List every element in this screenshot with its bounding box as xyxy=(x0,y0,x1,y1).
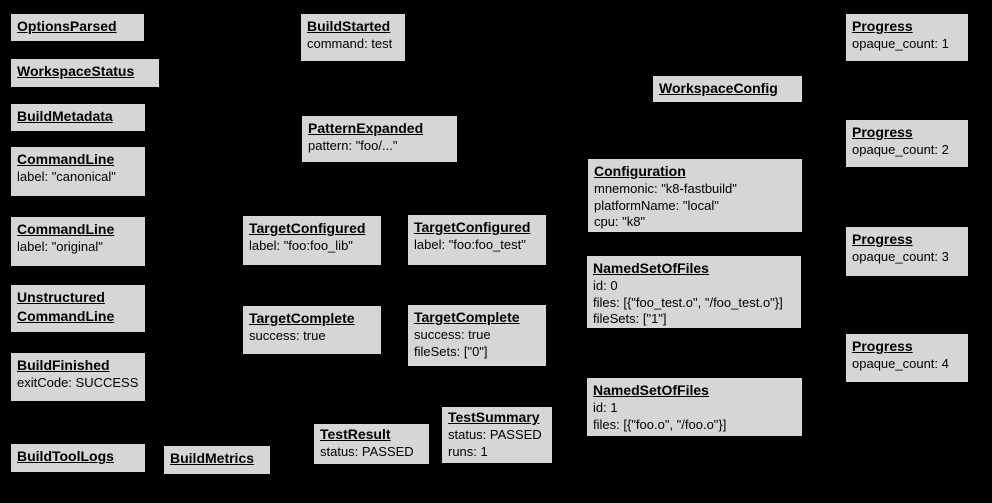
node-target-complete-foo-test: TargetComplete success: true fileSets: [… xyxy=(407,304,547,367)
node-progress-4: Progress opaque_count: 4 xyxy=(845,333,969,383)
node-workspace-status: WorkspaceStatus xyxy=(10,58,160,88)
node-title: TargetConfigured xyxy=(414,219,531,235)
node-detail: id: 1 xyxy=(593,400,618,415)
node-target-complete-foo-lib: TargetComplete success: true xyxy=(242,305,382,355)
node-detail: files: [{"foo.o", "/foo.o"}] xyxy=(593,416,727,432)
node-detail: fileSets: ["0"] xyxy=(414,343,488,359)
node-title: BuildMetadata xyxy=(17,108,113,124)
node-detail: mnemonic: "k8-fastbuild" xyxy=(594,181,737,196)
node-test-summary: TestSummary status: PASSED runs: 1 xyxy=(441,406,553,464)
node-detail: platformName: "local" xyxy=(594,197,719,213)
node-unstructured-command-line: Unstructured CommandLine xyxy=(10,284,146,333)
node-build-metadata: BuildMetadata xyxy=(10,103,146,132)
node-build-tool-logs: BuildToolLogs xyxy=(10,443,146,473)
node-title: NamedSetOfFiles xyxy=(593,382,709,398)
node-title: Progress xyxy=(852,231,913,247)
node-title: BuildFinished xyxy=(17,357,110,373)
node-test-result: TestResult status: PASSED xyxy=(313,423,430,465)
node-detail: success: true xyxy=(249,328,326,343)
node-configuration: Configuration mnemonic: "k8-fastbuild" p… xyxy=(587,158,803,233)
node-title: Progress xyxy=(852,124,913,140)
node-command-line-original: CommandLine label: "original" xyxy=(10,216,146,267)
node-title: CommandLine xyxy=(17,221,115,237)
node-title: PatternExpanded xyxy=(308,120,424,136)
node-detail: id: 0 xyxy=(593,278,618,293)
node-detail: opaque_count: 3 xyxy=(852,249,949,264)
node-detail: cpu: "k8" xyxy=(594,214,646,229)
node-title: BuildMetrics xyxy=(170,450,255,466)
node-title: Unstructured CommandLine xyxy=(17,289,115,324)
node-pattern-expanded: PatternExpanded pattern: "foo/..." xyxy=(301,115,458,163)
node-detail: exitCode: SUCCESS xyxy=(17,375,139,390)
node-progress-1: Progress opaque_count: 1 xyxy=(845,13,969,62)
node-progress-3: Progress opaque_count: 3 xyxy=(845,226,969,277)
node-title: NamedSetOfFiles xyxy=(593,260,709,276)
node-detail: success: true xyxy=(414,327,491,342)
node-title: TestSummary xyxy=(448,409,540,425)
node-title: OptionsParsed xyxy=(17,18,117,34)
node-title: Progress xyxy=(852,338,913,354)
node-build-finished: BuildFinished exitCode: SUCCESS xyxy=(10,352,146,402)
node-title: Configuration xyxy=(594,163,686,179)
node-title: TargetConfigured xyxy=(249,220,366,236)
node-title: TargetComplete xyxy=(249,310,355,326)
node-target-configured-foo-lib: TargetConfigured label: "foo:foo_lib" xyxy=(242,215,382,266)
node-detail: opaque_count: 1 xyxy=(852,36,949,51)
node-workspace-config: WorkspaceConfig xyxy=(652,75,803,103)
node-build-metrics: BuildMetrics xyxy=(163,445,271,475)
node-detail: label: "original" xyxy=(17,239,103,254)
node-title: WorkspaceStatus xyxy=(17,63,135,79)
node-title: TestResult xyxy=(320,426,391,442)
node-title: CommandLine xyxy=(17,151,115,167)
node-target-configured-foo-test: TargetConfigured label: "foo:foo_test" xyxy=(407,214,547,266)
node-detail: opaque_count: 4 xyxy=(852,356,949,371)
node-title: Progress xyxy=(852,18,913,34)
node-detail: opaque_count: 2 xyxy=(852,142,949,157)
node-options-parsed: OptionsParsed xyxy=(10,13,145,42)
node-detail: label: "foo:foo_test" xyxy=(414,237,526,252)
node-detail: pattern: "foo/..." xyxy=(308,138,398,153)
node-title: BuildToolLogs xyxy=(17,448,114,464)
node-title: TargetComplete xyxy=(414,309,520,325)
node-detail: label: "canonical" xyxy=(17,169,116,184)
node-named-set-of-files-0: NamedSetOfFiles id: 0 files: [{"foo_test… xyxy=(586,255,802,329)
node-named-set-of-files-1: NamedSetOfFiles id: 1 files: [{"foo.o", … xyxy=(586,377,803,437)
node-detail: command: test xyxy=(307,36,393,51)
node-title: BuildStarted xyxy=(307,18,391,34)
node-command-line-canonical: CommandLine label: "canonical" xyxy=(10,146,146,197)
node-detail: files: [{"foo_test.o", "/foo_test.o"}] xyxy=(593,294,783,310)
node-build-started: BuildStarted command: test xyxy=(300,13,406,62)
node-title: WorkspaceConfig xyxy=(659,80,778,96)
node-detail: status: PASSED xyxy=(320,444,414,459)
node-detail: label: "foo:foo_lib" xyxy=(249,238,353,253)
node-detail: status: PASSED xyxy=(448,427,542,442)
node-detail: fileSets: ["1"] xyxy=(593,311,667,326)
node-progress-2: Progress opaque_count: 2 xyxy=(845,119,969,168)
node-detail: runs: 1 xyxy=(448,443,488,459)
